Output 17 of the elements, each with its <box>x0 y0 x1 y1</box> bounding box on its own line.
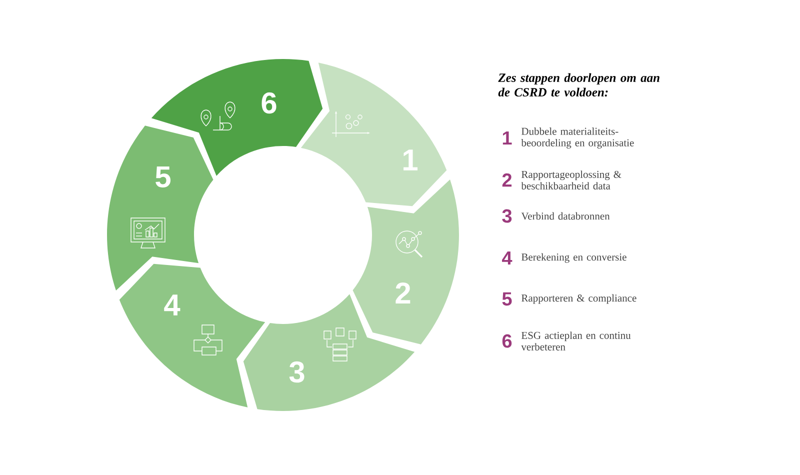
ring-segment: 2 <box>352 179 459 344</box>
step-number: 6 <box>502 334 512 348</box>
step-number: 3 <box>502 209 512 223</box>
step-description: ESG actieplan en continu verbeteren <box>521 332 631 350</box>
step-number: 1 <box>502 131 512 145</box>
heading: Zes stappen doorlopen om aan de CSRD te voldoen: <box>498 73 660 97</box>
ring-segment: 4 <box>119 264 266 408</box>
step-description: Berekening en conversie <box>522 253 626 263</box>
step-number: 4 <box>502 251 512 265</box>
ring-segment: 1 <box>300 62 447 206</box>
step-description: Verbind databronnen <box>521 212 610 220</box>
step-number: 5 <box>502 292 512 306</box>
step-description: Rapportageoplossing & beschikbaarheid data <box>521 170 622 190</box>
step-description: Rapporteren & compliance <box>522 294 636 304</box>
step-number: 2 <box>502 173 512 187</box>
ring-segment: 5 <box>107 126 214 291</box>
step-description: Dubbele materialiteits- beoordeling en organisatie <box>521 127 634 149</box>
